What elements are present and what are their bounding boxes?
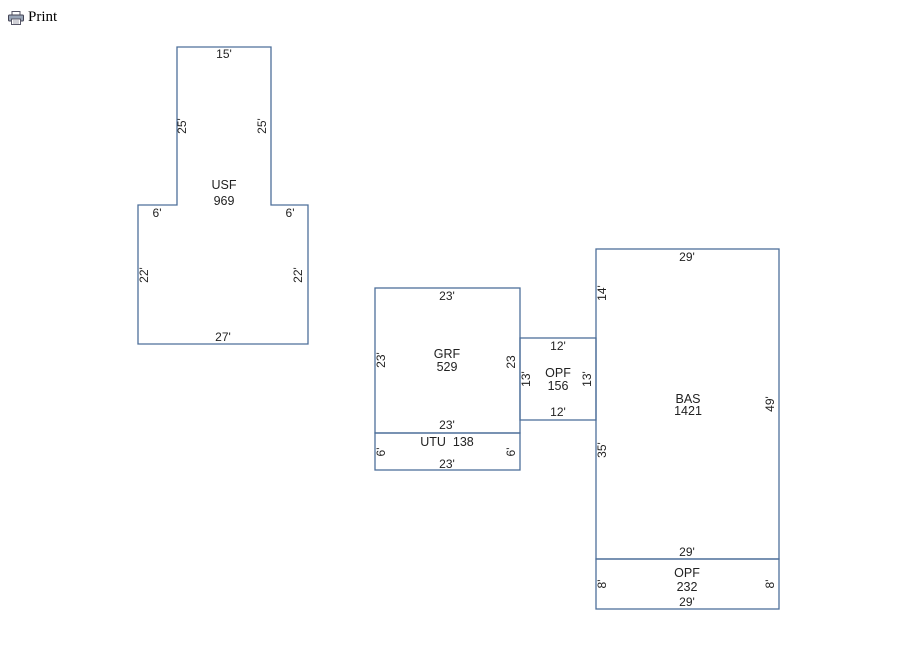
utu-dim-left: 6': [374, 448, 388, 457]
grf-area: GRF 529 23' 23' 23 23': [374, 287, 521, 434]
usf-dim-right-lower: 22': [291, 267, 305, 283]
opf-bottom-code: OPF: [674, 566, 700, 580]
utu-label: UTU 138: [420, 435, 474, 449]
opf-middle-dim-left: 13': [519, 371, 533, 387]
grf-code: GRF: [434, 347, 461, 361]
grf-dim-right: 23: [504, 355, 518, 369]
usf-area-value: 969: [214, 194, 235, 208]
usf-dim-bottom: 27': [215, 330, 231, 344]
utu-dim-right: 6': [504, 448, 518, 457]
bas-dim-left-upper: 14': [595, 285, 609, 301]
usf-dim-right-step: 6': [286, 206, 295, 220]
bas-dim-bottom: 29': [679, 545, 695, 559]
opf-bottom-area: OPF 232 8' 8' 29': [595, 558, 780, 610]
bas-dim-left-lower: 35': [595, 442, 609, 458]
grf-dim-left: 23': [374, 352, 388, 368]
bas-code: BAS: [675, 392, 700, 406]
opf-middle-code: OPF: [545, 366, 571, 380]
bas-dim-top: 29': [679, 250, 695, 264]
bas-area: BAS 1421 29' 14' 35' 49' 29': [595, 248, 780, 560]
grf-dim-bottom: 23': [439, 418, 455, 432]
bas-dim-right: 49': [763, 396, 777, 412]
opf-bottom-dim-right: 8': [763, 580, 777, 589]
usf-dim-right-upper: 25': [255, 118, 269, 134]
bas-area-value: 1421: [674, 404, 702, 418]
usf-outline: [137, 46, 309, 345]
grf-dim-top: 23': [439, 289, 455, 303]
opf-middle-dim-bottom: 12': [550, 405, 566, 419]
usf-dim-top: 15': [216, 47, 232, 61]
opf-bottom-dim-bottom: 29': [679, 595, 695, 609]
usf-dim-left-lower: 22': [137, 267, 151, 283]
printer-icon: [8, 10, 24, 25]
opf-bottom-area-value: 232: [677, 580, 698, 594]
opf-middle-area: OPF 156 12' 13' 13' 12': [519, 337, 597, 421]
usf-dim-left-step: 6': [153, 206, 162, 220]
usf-dim-left-upper: 25': [175, 118, 189, 134]
print-label: Print: [28, 9, 58, 25]
utu-dim-bottom: 23': [439, 457, 455, 471]
usf-code: USF: [212, 178, 237, 192]
opf-bottom-dim-left: 8': [595, 580, 609, 589]
opf-middle-area-value: 156: [548, 379, 569, 393]
opf-bottom-outline: [595, 558, 780, 610]
utu-area: UTU 138 6' 6' 23': [374, 432, 521, 471]
opf-middle-dim-right: 13': [580, 371, 594, 387]
usf-area: USF 969 15' 25' 25' 6' 6' 22' 22' 27': [137, 46, 309, 345]
print-button[interactable]: Print: [8, 9, 57, 26]
grf-area-value: 529: [437, 360, 458, 374]
opf-middle-dim-top: 12': [550, 339, 566, 353]
utu-outline: [374, 432, 521, 471]
